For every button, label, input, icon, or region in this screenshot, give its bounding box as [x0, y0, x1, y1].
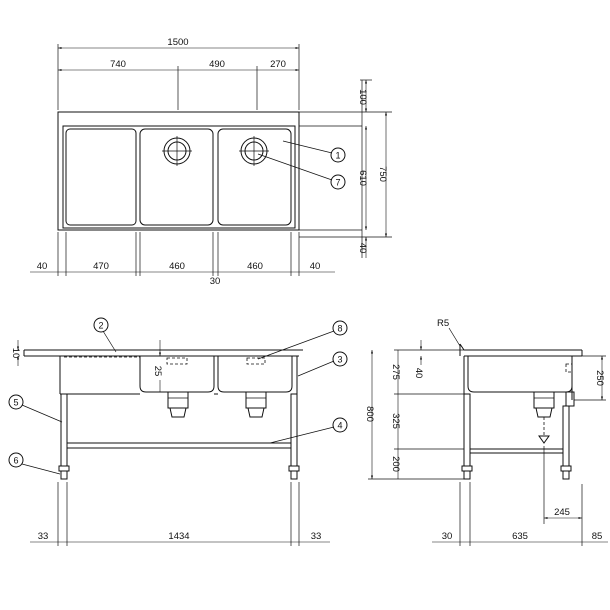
dim-1434-label: 1434	[168, 531, 189, 542]
dim-635-label: 635	[512, 531, 528, 542]
dim-275-label: 275	[390, 364, 401, 380]
front-bowl-right	[217, 356, 293, 393]
side-leg-left	[463, 393, 471, 467]
dim-800-label: 800	[364, 406, 375, 422]
bowl-left	[139, 128, 214, 226]
side-leg-right	[562, 405, 570, 467]
callout-6-label: 6	[13, 456, 18, 466]
drain-left	[162, 136, 192, 166]
callout-8	[332, 320, 348, 336]
dim-325-label: 325	[390, 413, 401, 429]
dim-740-label: 740	[110, 59, 126, 70]
bowl-right	[217, 128, 292, 226]
dim-200-label: 200	[390, 456, 401, 472]
callout-3-label: 3	[337, 355, 342, 365]
dim-460b-label: 460	[247, 261, 263, 272]
top-view: 1500 740 490 270	[30, 37, 392, 287]
front-leg-right	[290, 393, 298, 467]
dim-250-label: 250	[594, 370, 605, 386]
callout-5	[8, 394, 24, 410]
callout-6	[8, 452, 24, 468]
dim-85-label: 85	[592, 531, 603, 542]
front-leg-left	[60, 393, 68, 467]
side-view: R5 800 275 325	[364, 318, 608, 546]
dim-33-left-label: 33	[38, 531, 49, 542]
dim-30-side-label: 30	[442, 531, 453, 542]
callout-4	[332, 417, 348, 433]
drain-right	[239, 136, 269, 166]
callout-2-label: 2	[98, 321, 103, 331]
dim-610-label: 610	[357, 170, 368, 186]
dim-10-label: 10	[10, 348, 21, 359]
callout-1	[330, 147, 346, 163]
front-foot-left	[60, 470, 68, 480]
dim-25-label: 25	[152, 366, 163, 377]
dim-490-label: 490	[209, 59, 225, 70]
r5-label: R5	[437, 318, 449, 329]
sink-inner-rim	[62, 125, 296, 229]
dim-40-end-label: 40	[310, 261, 321, 272]
callout-8-label: 8	[337, 324, 342, 334]
callout-2	[93, 317, 109, 333]
dim-245-label: 245	[554, 507, 570, 518]
front-foot-right	[290, 470, 298, 480]
side-trap	[533, 391, 555, 444]
drainboard	[65, 128, 137, 226]
dim-33-right-label: 33	[311, 531, 322, 542]
dim-30-label: 30	[210, 276, 221, 287]
dim-40-right-label: 40	[357, 243, 368, 254]
dim-460a-label: 460	[169, 261, 185, 272]
side-foot-right	[562, 470, 570, 480]
dim-750-label: 750	[377, 166, 388, 182]
dim-40-side-label: 40	[413, 368, 424, 379]
callout-7-label: 7	[335, 178, 340, 188]
callout-4-label: 4	[337, 421, 342, 431]
trap-right	[245, 391, 267, 418]
callout-7	[330, 174, 346, 190]
trap-left	[167, 391, 189, 418]
sink-outline	[57, 111, 300, 231]
side-foot-left	[463, 470, 471, 480]
dim-1500-label: 1500	[167, 37, 188, 48]
dim-40-left-label: 40	[37, 261, 48, 272]
side-bowl	[467, 356, 573, 393]
dim-270-label: 270	[270, 59, 286, 70]
dim-100-label: 100	[357, 89, 368, 105]
callout-5-label: 5	[13, 398, 18, 408]
dim-470-label: 470	[93, 261, 109, 272]
front-view: 10 25	[8, 317, 348, 546]
front-bowl-left	[139, 356, 215, 393]
callout-1-label: 1	[335, 151, 340, 161]
callout-3	[332, 351, 348, 367]
